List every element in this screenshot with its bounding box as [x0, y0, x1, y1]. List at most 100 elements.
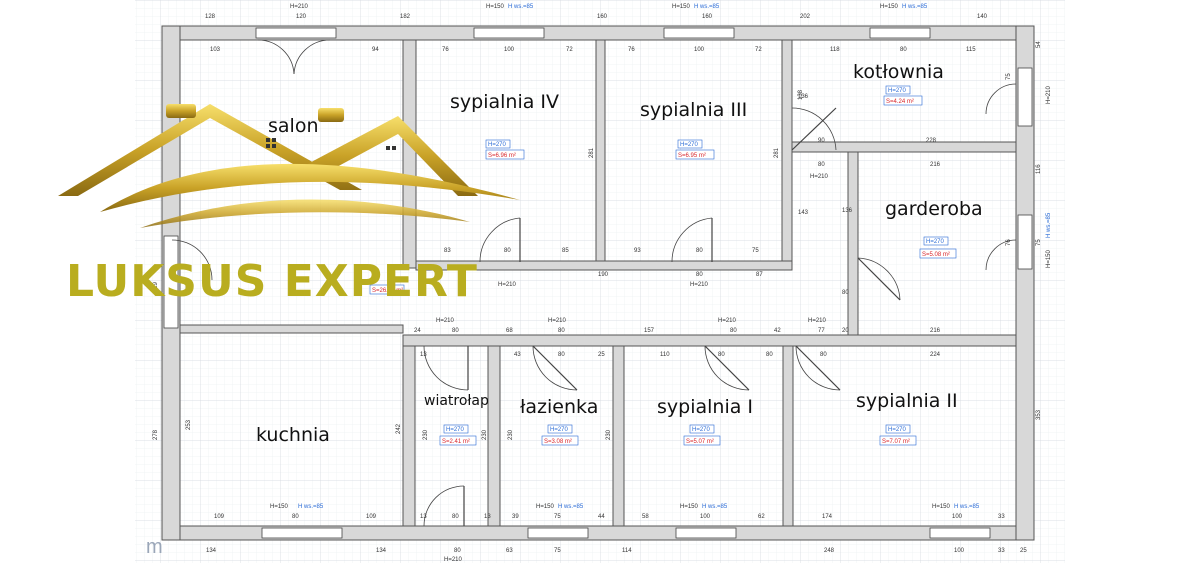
logo-window	[272, 138, 276, 142]
logo-chimney	[166, 104, 196, 118]
room-area: S=5.07 m²	[686, 439, 714, 445]
room-info-kotlownia: H=270 S=4.24 m²	[883, 85, 923, 106]
dim: 54	[1036, 41, 1042, 48]
dim: H=210	[808, 318, 827, 324]
room-area: S=2.41 m²	[442, 439, 470, 445]
room-info-wiatrolap: H=270 S=2.41 m²	[439, 424, 477, 446]
room-name-salon: salon	[268, 115, 319, 137]
dim: 75	[752, 248, 759, 254]
room-name-lazienka: łazienka	[520, 396, 598, 418]
top-dimensions: 128 120 182 160 160 202 140 103 94 76 10…	[205, 4, 988, 53]
dim: 253	[186, 419, 192, 430]
dim: 80	[718, 352, 725, 358]
logo-swoosh	[140, 199, 470, 228]
dim: 100	[504, 47, 515, 53]
room-info-sypialnia-iii: H=270 S=6.95 m²	[675, 139, 715, 160]
dim: H=150	[672, 4, 691, 10]
room-info-garderoba: H=270 S=5.08 m²	[919, 236, 957, 259]
dim: 80	[696, 272, 703, 278]
dim: 100	[952, 514, 963, 520]
dim: 80	[452, 514, 459, 520]
dim: 134	[376, 548, 387, 554]
corner-mark: m	[146, 536, 163, 558]
dim: 13	[420, 352, 427, 358]
dim: 242	[396, 423, 402, 434]
window-sypialnia-i	[675, 527, 737, 539]
brand-logo: LUKSUS EXPERT	[58, 104, 520, 307]
dim: 216	[930, 162, 941, 168]
logo-window	[266, 144, 270, 148]
dim: 39	[512, 514, 519, 520]
logo-window	[266, 138, 270, 142]
room-name-sypialnia-iv: sypialnia IV	[450, 91, 559, 113]
dim: H ws.=85	[1046, 212, 1052, 238]
dim: 72	[755, 47, 762, 53]
window-sypialnia-iv	[473, 27, 545, 39]
dim: 44	[598, 514, 605, 520]
dim: H ws.=85	[694, 4, 720, 10]
dim: 85	[562, 248, 569, 254]
dim: 33	[998, 514, 1005, 520]
dim: 76	[628, 47, 635, 53]
dim: 138	[798, 89, 804, 100]
dim: 120	[296, 14, 307, 20]
dim: 174	[822, 514, 833, 520]
walls	[161, 25, 1035, 541]
dim: 136	[842, 208, 853, 214]
room-area: S=3.08 m²	[544, 439, 572, 445]
dim: 230	[423, 429, 429, 440]
logo-chimney	[318, 108, 344, 122]
dim: H=210	[498, 282, 517, 288]
dim: 100	[694, 47, 705, 53]
dim: H=210	[718, 318, 737, 324]
dim: 43	[514, 352, 521, 358]
dim: 114	[622, 548, 632, 554]
dim: H ws.=85	[298, 504, 324, 510]
room-info-boxes: S=26.79 m² H=270 S=6.96 m² H=270 S=6.95 …	[369, 85, 957, 446]
dim: 281	[589, 147, 595, 158]
room-height: H=270	[446, 427, 465, 433]
dim: 230	[606, 429, 612, 440]
window-kotlownia	[869, 27, 931, 39]
dim: 353	[1036, 409, 1042, 420]
room-area: S=7.07 m²	[882, 439, 910, 445]
dim: 62	[758, 514, 765, 520]
room-name-kuchnia: kuchnia	[256, 424, 330, 446]
dim: 228	[926, 138, 937, 144]
room-info-sypialnia-iv: H=270 S=6.96 m²	[485, 139, 525, 160]
dim: 25	[1020, 548, 1027, 554]
logo-roof-left	[58, 104, 362, 196]
room-height: H=270	[888, 88, 907, 94]
dim: 80	[504, 248, 511, 254]
dim: 80	[820, 352, 827, 358]
dim: 103	[210, 47, 221, 53]
window-salon-top	[255, 27, 337, 39]
dim: 230	[508, 429, 514, 440]
dim: 80	[292, 514, 299, 520]
dim: H=150	[880, 4, 899, 10]
dim: H=150	[486, 4, 505, 10]
room-info-lazienka: H=270 S=3.08 m²	[541, 424, 579, 446]
dim: H=210	[548, 318, 567, 324]
doors	[171, 39, 1017, 527]
dim: 87	[756, 272, 763, 278]
dim: 80	[842, 290, 849, 296]
logo-window	[392, 146, 396, 150]
dim: H ws.=85	[902, 4, 928, 10]
dim: 80	[558, 328, 565, 334]
dim: H=210	[690, 282, 709, 288]
bottom-dimensions: 109 80 109 13 80 13 39 75 44 58 100 62 1…	[206, 504, 1027, 563]
dim: H=150	[680, 504, 699, 510]
dim: 33	[998, 548, 1005, 554]
dim: H=150	[536, 504, 555, 510]
dim: 80	[696, 248, 703, 254]
window-garderoba	[1017, 214, 1033, 270]
room-name-kotlownia: kotłownia	[853, 61, 944, 83]
logo-swoosh	[100, 163, 520, 212]
room-name-garderoba: garderoba	[885, 198, 983, 220]
dim: H=210	[290, 4, 309, 10]
dim: 58	[642, 514, 649, 520]
dim: 80	[730, 328, 737, 334]
dim: 77	[818, 328, 825, 334]
dim: 80	[454, 548, 461, 554]
